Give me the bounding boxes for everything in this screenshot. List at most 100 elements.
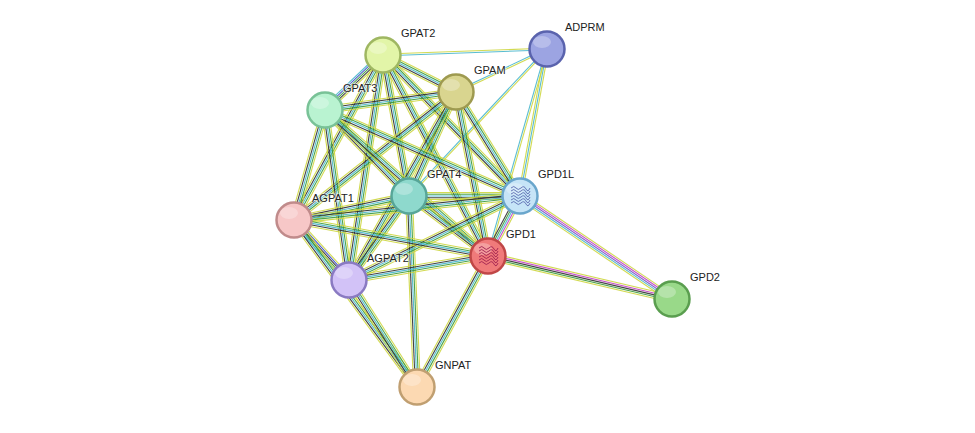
structure-strand — [511, 202, 530, 206]
node-disc — [439, 75, 474, 110]
node-circle — [390, 177, 428, 215]
evidence-line — [303, 235, 335, 270]
evidence-line — [339, 120, 503, 192]
node-disc — [400, 370, 435, 405]
structure-strand — [511, 196, 530, 200]
evidence-line — [311, 223, 472, 253]
evidence-line — [492, 65, 542, 239]
protein-node: GPAT4 — [390, 177, 428, 215]
node-shine — [403, 374, 421, 386]
evidence-line — [425, 271, 480, 372]
evidence-line — [424, 205, 476, 244]
node-shine — [369, 42, 387, 54]
interaction-edge — [400, 49, 530, 55]
protein-node: GPD2 — [653, 280, 691, 318]
protein-node: GPAT2 — [364, 36, 402, 74]
evidence-line — [493, 66, 543, 240]
node-circle — [528, 30, 566, 68]
evidence-line — [334, 125, 394, 187]
evidence-line — [535, 204, 659, 288]
evidence-line — [342, 94, 439, 107]
interaction-edge — [355, 293, 411, 375]
evidence-line — [397, 66, 440, 88]
evidence-line — [361, 293, 411, 371]
protein-node: GNPAT — [398, 368, 436, 406]
evidence-line — [410, 213, 417, 370]
protein-node: ADPRM — [528, 30, 566, 68]
evidence-line — [397, 64, 440, 86]
node-disc — [471, 239, 506, 274]
node-label: GPAM — [474, 64, 506, 77]
interaction-edge — [471, 55, 532, 85]
evidence-line — [534, 206, 658, 290]
structure-strand — [511, 190, 530, 194]
evidence-line — [398, 63, 441, 85]
evidence-line — [426, 194, 503, 195]
evidence-line — [505, 257, 656, 292]
node-disc — [392, 179, 427, 214]
structure-strand — [479, 259, 498, 263]
node-disc — [655, 282, 690, 317]
node-circle — [364, 36, 402, 74]
interaction-edge — [504, 257, 656, 299]
evidence-line — [536, 203, 660, 287]
structure-strand — [479, 253, 498, 257]
evidence-line — [521, 65, 542, 179]
node-circle — [275, 201, 313, 239]
evidence-line — [523, 66, 544, 180]
interaction-edge — [492, 65, 543, 240]
node-label: ADPRM — [565, 21, 605, 34]
evidence-line — [295, 125, 317, 202]
node-circle — [469, 237, 507, 275]
structure-strand — [479, 262, 498, 266]
node-circle — [306, 91, 344, 129]
interaction-edge — [310, 220, 472, 256]
evidence-line — [471, 55, 531, 83]
protein-node: GPD1L — [501, 177, 539, 215]
interaction-edge — [406, 213, 419, 370]
evidence-line — [424, 270, 479, 371]
evidence-line — [304, 234, 336, 269]
node-circle — [437, 73, 475, 111]
evidence-line — [525, 66, 546, 180]
evidence-line — [400, 50, 530, 55]
evidence-line — [358, 294, 408, 372]
node-circle — [330, 261, 368, 299]
interaction-edge — [339, 114, 506, 193]
evidence-line — [311, 220, 472, 250]
node-label: GPD1 — [506, 228, 536, 241]
node-label: GNPAT — [435, 359, 471, 372]
interaction-edge — [299, 68, 378, 206]
interaction-edge — [301, 232, 409, 376]
structure-strand — [511, 187, 530, 191]
node-shine — [311, 97, 329, 109]
node-label: GPD1L — [538, 168, 574, 181]
node-shine — [280, 207, 298, 219]
evidence-line — [311, 221, 472, 251]
evidence-line — [406, 213, 413, 370]
node-circle — [501, 177, 539, 215]
evidence-line — [427, 272, 482, 373]
evidence-line — [472, 57, 532, 85]
evidence-line — [399, 61, 442, 83]
node-shine — [335, 267, 353, 279]
node-disc — [308, 93, 343, 128]
structure-strand — [511, 199, 530, 203]
evidence-line — [426, 192, 503, 193]
evidence-line — [505, 260, 656, 295]
evidence-line — [360, 293, 410, 371]
node-shine — [442, 79, 460, 91]
evidence-line — [504, 263, 655, 298]
structure-thumbnail — [479, 247, 498, 266]
structure-strand — [511, 193, 530, 197]
node-label: AGPAT1 — [312, 192, 354, 205]
node-disc — [332, 263, 367, 298]
structure-strand — [479, 250, 498, 254]
protein-node: GPAT3 — [306, 91, 344, 129]
node-disc — [277, 203, 312, 238]
evidence-line — [341, 117, 505, 189]
structure-strand — [479, 247, 498, 251]
node-shine — [395, 183, 413, 195]
